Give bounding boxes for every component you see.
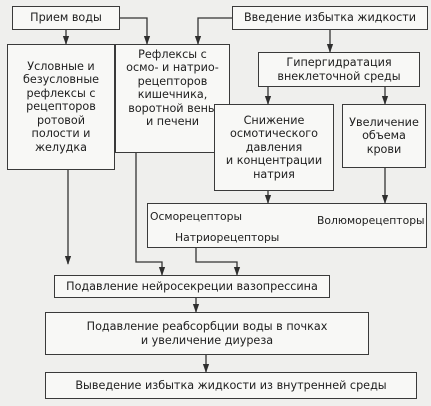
osmotic-pressure-drop-box: Снижение осмотического давления и концен… (214, 104, 334, 191)
reabsorption-suppression-box: Подавление реабсорбции воды в почках и у… (45, 312, 369, 355)
receptors-box: Осморецепторы Натриорецепторы Волюмореце… (147, 203, 427, 248)
osmoreceptors-label: Осморецепторы (150, 210, 243, 223)
hyperhydration-box: Гипергидратация внеклеточной среды (258, 52, 420, 87)
osmo-reflexes-box: Рефлексы с осмо- и натрио- рецепторов ки… (115, 44, 230, 153)
arrow-intake-to-osmo-reflexes (120, 17, 151, 45)
arrow-osmo-reflexes-to-vasopressin (135, 153, 166, 276)
fluid-elimination-box: Выведение избытка жидкости из внутренней… (45, 372, 417, 399)
excess-fluid-box: Введение избытка жидкости (232, 6, 428, 30)
water-intake-box: Прием воды (12, 6, 120, 30)
natrioreceptors-label: Натриорецепторы (175, 231, 280, 244)
arrow-receptors-to-vasopressin (195, 248, 241, 276)
arrow-excess-to-osmo-reflexes (194, 17, 232, 45)
vasopressin-suppression-box: Подавление нейросекреции вазопрессина (54, 275, 330, 298)
blood-volume-increase-box: Увеличение объема крови (342, 104, 426, 168)
oral-reflexes-box: Условные и безусловные рефлексы с рецепт… (7, 44, 115, 170)
volumoreceptors-label: Волюморецепторы (317, 214, 425, 227)
